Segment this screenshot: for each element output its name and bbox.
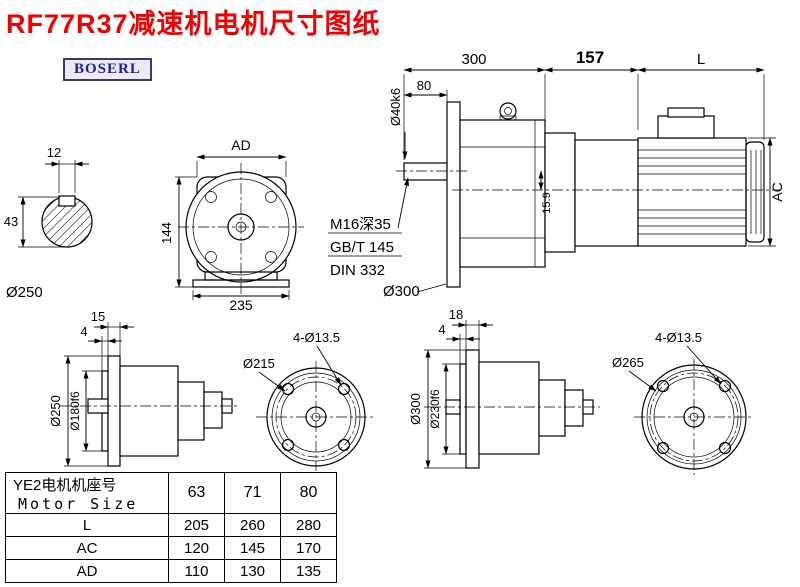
holes-300-label: 4-Ø13.5 [655,330,702,345]
dimension-table: YE2电机机座号 Motor Size 63 71 80 L 205 260 2… [5,472,337,583]
flange-300-dia-label: Ø300 [383,283,420,300]
boserl-logo: BOSERL [63,58,152,81]
value-AD-71: 130 [224,559,281,583]
dim-12-label: 12 [47,145,61,160]
dim-4-label-250: 4 [80,324,87,339]
value-L-80: 280 [280,513,337,537]
page-title: RF77R37减速机电机尺寸图纸 [6,9,381,39]
note-din-label: DIN 332 [330,262,385,279]
motor-assembly-side-view: 300 157 L 80 Ø40k6 [328,48,785,300]
dim-od250-label: Ø250 [48,395,63,427]
bolt-circle-265-label: Ø265 [612,355,644,370]
row-label-L: L [5,513,169,537]
dim-spigot180-label: Ø180f6 [68,391,82,431]
value-AC-63: 120 [168,536,225,560]
gearbox-front-view: AD 144 235 [159,137,304,313]
table-header-cn: YE2电机机座号 [13,476,117,494]
table-row-AC: AC 120 145 170 [5,536,337,560]
dim-spigot230-label: Ø230f6 [428,389,442,429]
value-L-71: 260 [224,513,281,537]
bolt-circle-215-label: Ø215 [243,356,275,371]
value-AD-80: 135 [280,559,337,583]
value-L-63: 205 [168,513,225,537]
dim-18-label: 18 [449,307,463,322]
dim-od300-label: Ø300 [408,393,423,425]
flange-250-dia-label: Ø250 [6,284,43,301]
dim-43-label: 43 [4,214,18,229]
dim-144-label: 144 [159,222,174,244]
value-AD-63: 110 [168,559,225,583]
table-header-en: Motor Size [18,494,139,513]
dim-AC-label: AC [769,182,785,201]
dim-15-label: 15 [91,309,105,324]
table-header-row: YE2电机机座号 Motor Size 63 71 80 [5,472,337,514]
boserl-logo-text: BOSERL [74,61,141,77]
flange-250-front-view: 4-Ø13.5 Ø215 [243,330,376,471]
shaft-dia-label: Ø40k6 [388,88,403,126]
flange-250-side-view: 15 4 Ø250 Ø180f6 [48,309,238,467]
dim-L-label: L [697,51,705,68]
motor-size-63: 63 [168,472,225,514]
value-AC-80: 170 [280,536,337,560]
motor-size-80: 80 [280,472,337,514]
dim-300-label: 300 [461,51,486,68]
table-row-AD: AD 110 130 135 [5,559,337,583]
motor-size-header-cell: YE2电机机座号 Motor Size [5,472,169,514]
row-label-AD: AD [5,559,169,583]
flange-300-front-view: 4-Ø13.5 Ø265 [612,330,754,475]
motor-size-71: 71 [224,472,281,514]
dim-235-label: 235 [229,297,253,313]
note-gb-label: GB/T 145 [330,239,394,256]
dim-157-label: 157 [576,48,604,67]
flange-300-side-view: 18 4 Ø300 Ø230f6 [408,307,600,469]
row-label-AC: AC [5,536,169,560]
dim-80-label: 80 [417,78,431,93]
shaft-key-section: 12 43 Ø250 [4,145,93,301]
holes-250-label: 4-Ø13.5 [293,330,340,345]
dim-4-label-300: 4 [438,322,445,337]
dim-AD-label: AD [231,137,250,153]
table-row-L: L 205 260 280 [5,513,337,537]
value-AC-71: 145 [224,536,281,560]
note-tap-label: M16深35 [330,216,391,233]
dim-159-label: 15.9 [541,192,553,213]
